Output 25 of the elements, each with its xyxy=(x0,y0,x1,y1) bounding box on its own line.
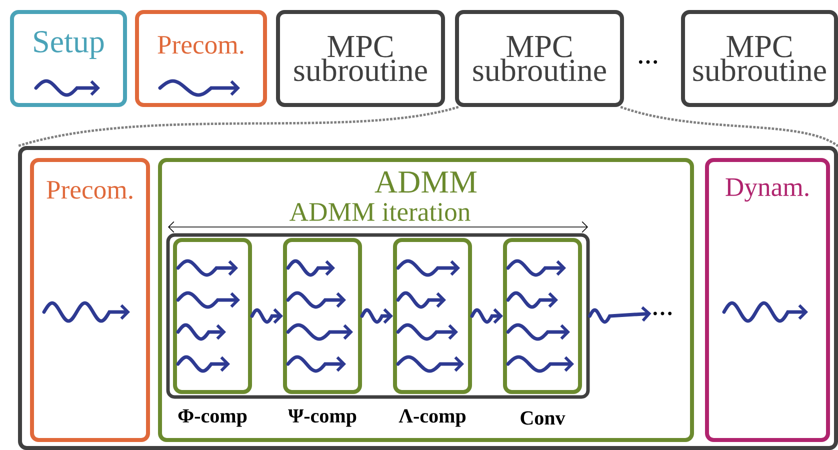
zoom-line xyxy=(620,106,838,148)
stage-box: Setup xyxy=(10,10,127,107)
node-label: Ψ-comp xyxy=(288,409,356,427)
step-box: Ψ-comp xyxy=(283,238,362,427)
subroutine-panel xyxy=(18,146,838,450)
node-label: Λ-comp xyxy=(398,409,466,427)
subroutine-box: MPC subroutine xyxy=(455,10,624,107)
ellipsis: ... xyxy=(653,312,672,316)
node-label: Φ-comp xyxy=(178,409,247,427)
stage-panel: Dynam. xyxy=(705,158,830,442)
zoom-line xyxy=(18,106,459,148)
wavy-arrow xyxy=(470,308,504,324)
step-box: Λ-comp xyxy=(393,238,472,427)
iteration-box xyxy=(166,233,590,399)
wavy-arrow xyxy=(250,308,283,324)
subroutine-box: MPC subroutine xyxy=(681,10,838,107)
subroutine-box: MPC subroutine xyxy=(276,10,445,107)
wavy-arrow xyxy=(360,308,393,324)
stage-panel: Precom. xyxy=(30,158,150,442)
node-label: Conv xyxy=(520,411,566,425)
stage-box: Precom. xyxy=(135,10,267,107)
ellipsis: ... xyxy=(638,60,658,64)
dimension-label: ADMM iteration xyxy=(290,203,470,221)
step-box: Conv xyxy=(503,238,582,425)
step-box: Φ-comp xyxy=(173,238,252,427)
